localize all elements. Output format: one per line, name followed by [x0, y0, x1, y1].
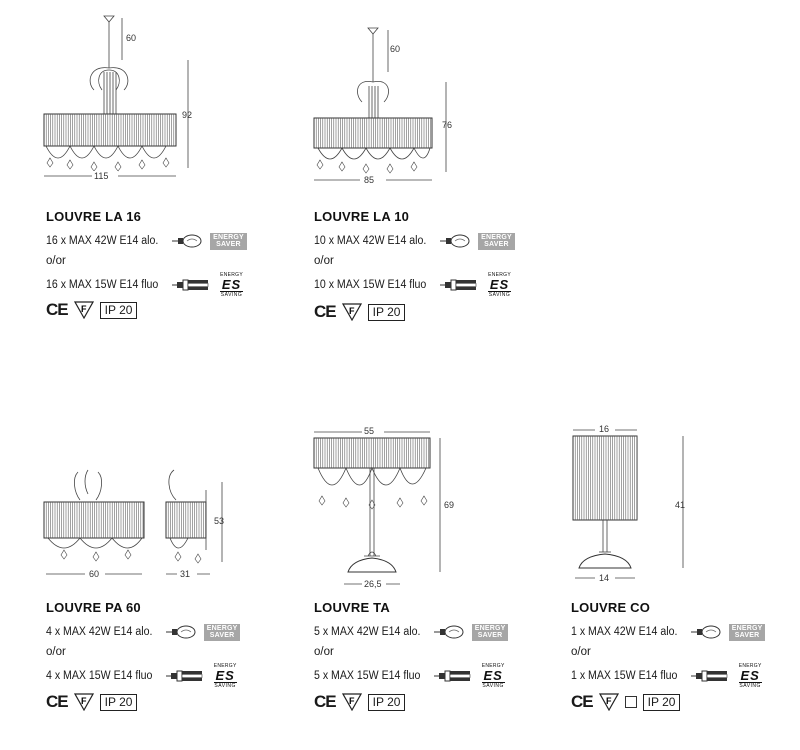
- spec-or: o/or: [314, 646, 334, 658]
- dim-height: 92: [182, 110, 192, 120]
- spec-fluo-text: 16 x MAX 15W E14 fluo: [46, 279, 159, 291]
- cert-row: CE F IP 20: [46, 300, 138, 320]
- spec-halogen-text: 1 x MAX 42W E14 alo.: [571, 626, 678, 638]
- fluorescent-bulb-icon: [690, 670, 728, 682]
- spec-fluo-text: 5 x MAX 15W E14 fluo: [314, 670, 421, 682]
- spec-or: o/or: [571, 646, 591, 658]
- f-triangle-icon: F: [73, 693, 94, 711]
- drawing-louvre-la-16: 60 92 115: [30, 10, 210, 190]
- svg-text:F: F: [81, 696, 87, 706]
- ce-mark-icon: CE: [314, 302, 337, 321]
- ip-rating: IP 20: [642, 693, 681, 711]
- cert-row: CE F IP 20: [571, 692, 681, 712]
- halogen-bulb-icon: [440, 234, 470, 248]
- dim-height: 41: [675, 500, 685, 510]
- ce-mark-icon: CE: [46, 300, 69, 319]
- svg-text:F: F: [81, 304, 87, 314]
- svg-text:F: F: [606, 696, 612, 706]
- drawing-louvre-co: 16 14 41: [565, 412, 735, 592]
- ce-mark-icon: CE: [46, 692, 69, 711]
- dim-width: 85: [364, 175, 374, 185]
- spec-or: o/or: [46, 255, 66, 267]
- dim-height: 76: [442, 120, 452, 130]
- product-name: LOUVRE TA: [314, 600, 390, 615]
- dim-depth: 31: [180, 569, 190, 579]
- ip-rating: IP 20: [367, 693, 406, 711]
- halogen-bulb-icon: [433, 625, 464, 639]
- ce-mark-icon: CE: [571, 692, 594, 711]
- dim-base: 26,5: [364, 579, 382, 589]
- dim-width: 55: [364, 426, 374, 436]
- svg-text:F: F: [349, 306, 355, 316]
- halogen-bulb-icon: [690, 625, 721, 639]
- ip-rating: IP 20: [367, 303, 406, 321]
- dim-height: 53: [214, 516, 224, 526]
- cert-row: CE F IP 20: [314, 692, 406, 712]
- spec-or: o/or: [314, 255, 334, 267]
- fluorescent-bulb-icon: [172, 279, 209, 291]
- class-ii-square-icon: [624, 696, 637, 708]
- drawing-louvre-ta: 55 26,5 69: [308, 412, 488, 592]
- spec-halogen-text: 16 x MAX 42W E14 alo.: [46, 235, 159, 247]
- fluorescent-bulb-icon: [440, 279, 477, 291]
- spec-halogen-text: 4 x MAX 42W E14 alo.: [46, 626, 153, 638]
- spec-fluo-text: 10 x MAX 15W E14 fluo: [314, 279, 427, 291]
- drawing-louvre-la-10: 60 76 85: [308, 14, 488, 189]
- f-triangle-icon: F: [598, 693, 619, 711]
- dim-base: 14: [599, 573, 609, 583]
- product-name: LOUVRE LA 10: [314, 209, 410, 224]
- spec-or: o/or: [46, 646, 66, 658]
- f-triangle-icon: F: [73, 301, 94, 319]
- product-name: LOUVRE PA 60: [46, 600, 141, 615]
- dim-width: 16: [599, 424, 609, 434]
- product-name: LOUVRE LA 16: [46, 209, 142, 224]
- halogen-bulb-icon: [172, 234, 202, 248]
- fluorescent-bulb-icon: [165, 670, 203, 682]
- drawing-louvre-pa-60: 60 31 53: [38, 462, 258, 592]
- spec-halogen-text: 5 x MAX 42W E14 alo.: [314, 626, 421, 638]
- spec-fluo-text: 1 x MAX 15W E14 fluo: [571, 670, 678, 682]
- dim-drop: 60: [390, 44, 400, 54]
- cert-row: CE F IP 20: [314, 302, 406, 322]
- dim-drop: 60: [126, 33, 136, 43]
- halogen-bulb-icon: [165, 625, 196, 639]
- f-triangle-icon: F: [341, 693, 362, 711]
- svg-text:F: F: [349, 696, 355, 706]
- dim-width: 60: [89, 569, 99, 579]
- spec-fluo-text: 4 x MAX 15W E14 fluo: [46, 670, 153, 682]
- fluorescent-bulb-icon: [433, 670, 471, 682]
- dim-width: 115: [94, 171, 108, 181]
- product-name: LOUVRE CO: [571, 600, 651, 615]
- cert-row: CE F IP 20: [46, 692, 138, 712]
- ce-mark-icon: CE: [314, 692, 337, 711]
- spec-halogen-text: 10 x MAX 42W E14 alo.: [314, 235, 427, 247]
- dim-height: 69: [444, 500, 454, 510]
- f-triangle-icon: F: [341, 303, 362, 321]
- ip-rating: IP 20: [99, 301, 138, 319]
- ip-rating: IP 20: [99, 693, 138, 711]
